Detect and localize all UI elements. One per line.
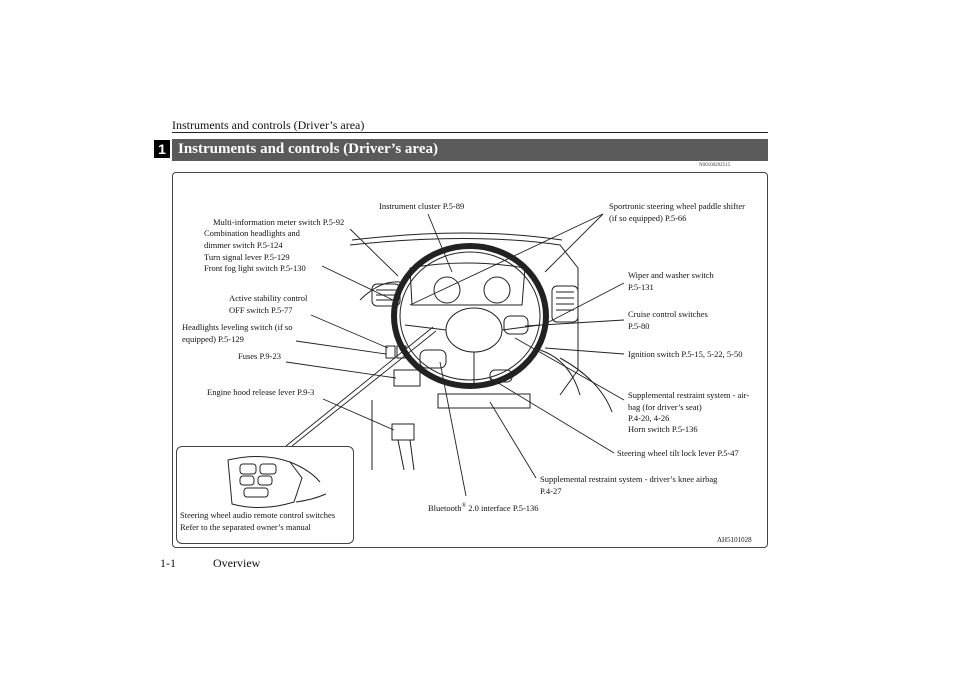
label-knee-airbag: Supplemental restraint system - driver’s…: [540, 474, 718, 484]
label-active-stability: Active stability control: [229, 293, 308, 303]
label-headlights-leveling: Headlights leveling switch (if so: [182, 322, 293, 332]
label-multi-info-switch: Multi-information meter switch P.5-92: [213, 217, 345, 227]
footer-section: Overview: [213, 556, 261, 570]
label-active-stability-ref: OFF switch P.5-77: [229, 305, 293, 315]
label-wiper-washer: Wiper and washer switch: [628, 270, 714, 280]
label-tilt-lock: Steering wheel tilt lock lever P.5-47: [617, 448, 739, 458]
registered-mark: ®: [461, 503, 467, 509]
label-combination-headlights: Combination headlights and: [204, 228, 300, 238]
page-number: 1-1: [160, 556, 176, 570]
header-rule: [172, 132, 768, 133]
label-dimmer-switch: dimmer switch P.5-124: [204, 240, 283, 250]
document-id: N00100202515: [699, 163, 731, 168]
bluetooth-text: Bluetooth: [428, 502, 462, 513]
label-audio-remote: Steering wheel audio remote control swit…: [180, 510, 336, 520]
label-knee-airbag-ref: P.4-27: [540, 486, 562, 496]
label-bluetooth: Bluetooth® 2.0 interface P.5-136: [428, 501, 539, 513]
running-header: Instruments and controls (Driver’s area): [172, 118, 365, 132]
label-fog-light: Front fog light switch P.5-130: [204, 263, 306, 273]
label-cruise-control-ref: P.5-80: [628, 321, 650, 331]
label-horn-switch: Horn switch P.5-136: [628, 424, 698, 434]
label-srs-airbag-seat: bag (for driver’s seat): [628, 402, 702, 412]
figure-frame: [172, 172, 768, 548]
section-title-bar: [172, 139, 768, 161]
label-engine-hood-release: Engine hood release lever P.9-3: [207, 387, 315, 397]
label-instrument-cluster: Instrument cluster P.5-89: [379, 201, 465, 211]
label-paddle-shifter: Sportronic steering wheel paddle shifter: [609, 201, 745, 211]
art-id: AH5101028: [717, 536, 752, 544]
label-srs-airbag: Supplemental restraint system - air-: [628, 390, 750, 400]
label-turn-signal: Turn signal lever P.5-129: [204, 252, 290, 262]
chapter-tab: 1: [154, 140, 170, 158]
label-ignition-switch: Ignition switch P.5-15, 5-22, 5-50: [628, 349, 743, 359]
label-fuses: Fuses P.9-23: [238, 351, 281, 361]
bluetooth-ref: 2.0 interface P.5-136: [466, 502, 539, 513]
label-headlights-leveling-ref: equipped) P.5-129: [182, 334, 244, 344]
label-srs-airbag-ref: P.4-20, 4-26: [628, 413, 670, 423]
label-audio-remote-ref: Refer to the separated owner’s manual: [180, 522, 311, 532]
section-title: Instruments and controls (Driver’s area): [178, 141, 438, 157]
label-wiper-washer-ref: P.5-131: [628, 282, 654, 292]
label-paddle-shifter-ref: (if so equipped) P.5-66: [609, 213, 687, 223]
label-cruise-control: Cruise control switches: [628, 309, 708, 319]
